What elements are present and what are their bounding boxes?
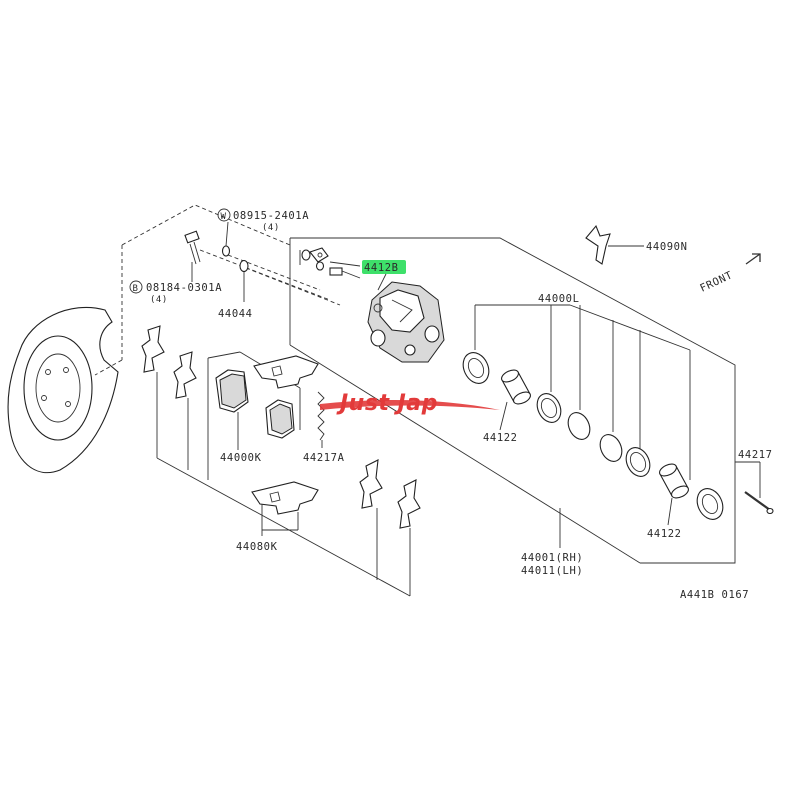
- shim-spring: [317, 391, 325, 448]
- backing-plate: [7, 306, 119, 474]
- just-jap-watermark: Just Jap: [336, 391, 438, 416]
- anti-rattle-clip-3: [359, 459, 383, 509]
- dust-boot-lower: [696, 488, 724, 520]
- figure-code: A441B 0167: [680, 589, 749, 601]
- callout-bolt-w-prefix: W: [221, 212, 227, 222]
- seal-disc-2: [599, 434, 623, 462]
- callout-bolt-w-part: 08915-2401A: [233, 210, 309, 222]
- brake-pad-outer: [215, 369, 249, 413]
- leader-piston-top: [499, 401, 508, 431]
- callout-hardware-kit: 44080K: [236, 541, 278, 553]
- callout-shim: 44217A: [303, 452, 345, 464]
- leader-piston-bottom: [667, 497, 673, 526]
- callout-washer: 44044: [218, 308, 253, 320]
- callout-caliper-rh: 44001(RH): [521, 552, 583, 564]
- washer-44044: [239, 259, 249, 273]
- just-jap-logo: Just Jap: [320, 391, 500, 416]
- front-label: FRONT: [698, 269, 735, 295]
- callout-piston-bottom: 44122: [647, 528, 682, 540]
- piston-upper: [501, 369, 531, 405]
- callout-bolt-b-part: 08184-0301A: [146, 282, 222, 294]
- callout-bolt-b-prefix: B: [133, 284, 139, 294]
- piston-lower: [659, 463, 689, 499]
- leader-bolt-w: [225, 221, 229, 247]
- pad-shim-upper: [253, 355, 319, 389]
- bleeder-screw: [301, 247, 361, 279]
- caliper-kit-frame: [289, 237, 736, 564]
- circle-b-icon: [129, 280, 143, 294]
- callout-caliper-lh: 44011(LH): [521, 565, 583, 577]
- callout-bolt-w: W 08915-2401A (4): [217, 208, 309, 233]
- hardware-kit-leaders: [261, 504, 299, 536]
- callout-seal-kit: 44000L: [538, 293, 580, 305]
- caliper-body: [367, 281, 445, 363]
- anti-rattle-clip-4: [397, 479, 421, 529]
- callout-pin: 44217: [738, 449, 773, 461]
- seal-ring-2: [625, 447, 651, 477]
- callout-bleeder-label: 4412B: [364, 262, 399, 274]
- seal-kit-leaders: [474, 304, 691, 480]
- callout-piston-top: 44122: [483, 432, 518, 444]
- washer-w: [221, 245, 231, 257]
- pin-44217: [735, 461, 774, 515]
- front-arrow-icon: [745, 253, 761, 265]
- callout-bolt-b: B 08184-0301A (4): [129, 280, 222, 305]
- callout-clip: 44090N: [646, 241, 688, 253]
- pad-shim-lower: [251, 481, 319, 515]
- caliper-bolt: [184, 230, 201, 265]
- anti-rattle-clip-1: [141, 325, 165, 373]
- callout-bolt-b-qty: (4): [150, 295, 168, 305]
- clip-44090n: [585, 224, 644, 265]
- seal-disc-1: [567, 412, 591, 440]
- callout-pad-kit: 44000K: [220, 452, 262, 464]
- circle-w-icon: [217, 208, 231, 222]
- anti-rattle-clip-2: [173, 351, 197, 399]
- dust-boot-upper: [462, 352, 490, 384]
- seal-ring-1: [536, 393, 562, 423]
- bleeder-highlight: [362, 260, 406, 274]
- leader-bleeder: [377, 273, 387, 291]
- callout-bleeder: 4412B: [362, 260, 406, 274]
- callout-bolt-w-qty: (4): [262, 223, 280, 233]
- brake-pad-inner: [265, 399, 295, 439]
